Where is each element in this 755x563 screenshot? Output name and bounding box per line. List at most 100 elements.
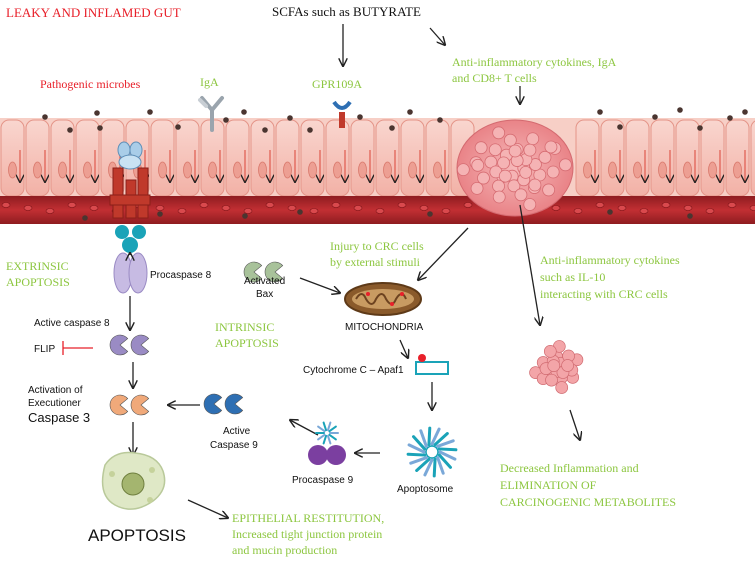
- mitochondria-label: MITOCHONDRIA: [345, 322, 423, 333]
- microbe: [597, 109, 603, 115]
- right-anti-inflam-line1: Anti-inflammatory cytokines: [540, 253, 680, 267]
- title: LEAKY AND INFLAMED GUT: [6, 5, 181, 20]
- active-caspase8-label: Active caspase 8: [34, 318, 110, 329]
- epithelial-line1: EPITHELIAL RESTITUTION,: [232, 511, 384, 525]
- apoptosome-arm: [432, 457, 437, 478]
- arrow-bax-to-mito: [299, 277, 340, 293]
- cell-nucleus: [583, 161, 592, 179]
- apoptosome-arm: [433, 432, 449, 447]
- right-anti-inflam-line3: interacting with CRC cells: [540, 287, 668, 301]
- tumor-cell: [477, 171, 490, 185]
- cell-nucleus: [208, 161, 217, 179]
- tumor-mass: [456, 119, 574, 217]
- blood-cell: [419, 205, 429, 211]
- microbe: [262, 127, 268, 133]
- microbe: [147, 109, 153, 115]
- bax-subunit-icon: [264, 261, 284, 283]
- tumor-cell: [542, 183, 556, 197]
- arrow-proc9-to-active9: [290, 420, 319, 436]
- activated-bax-line2: Bax: [256, 289, 273, 300]
- microbe: [742, 109, 748, 115]
- iga-antibody-icon: [198, 96, 224, 132]
- cell-nucleus: [733, 161, 742, 179]
- apoptosome-arm: [412, 435, 427, 451]
- microbe: [94, 110, 100, 116]
- tumor-cell: [503, 133, 517, 147]
- tumor-cell: [456, 163, 470, 177]
- microbe: [437, 117, 443, 123]
- cell-nucleus: [708, 161, 717, 179]
- blood-cell: [397, 202, 407, 208]
- blood-cell: [287, 205, 297, 211]
- blood-cell: [749, 205, 755, 211]
- microbe: [157, 211, 163, 217]
- arrow-mito-to-cyto: [399, 339, 408, 358]
- arrow-scfa-right: [429, 27, 445, 45]
- cell-nucleus: [58, 161, 67, 179]
- tumor-cell: [523, 143, 537, 157]
- apoptosome-arm: [423, 458, 434, 477]
- death-receptor-icon: [109, 141, 151, 253]
- blood-cell: [353, 205, 363, 211]
- anti-inflam-top-line1: Anti-inflammatory cytokines, IgA: [452, 55, 617, 69]
- caspase3-label: Caspase 3: [28, 410, 90, 425]
- cluster-cell: [545, 373, 558, 387]
- microbe: [241, 109, 247, 115]
- extrinsic-title-line1: EXTRINSIC: [6, 259, 69, 273]
- procaspase8-label: Procaspase 8: [150, 270, 212, 281]
- cell-nucleus: [83, 161, 92, 179]
- blood-cell: [683, 205, 693, 211]
- tumor-cell: [508, 144, 522, 158]
- blood-cell: [331, 202, 341, 208]
- microbe: [677, 107, 683, 113]
- microbe: [82, 215, 88, 221]
- tumor-cell: [498, 169, 512, 183]
- cell-nucleus: [8, 161, 17, 179]
- microbe: [357, 114, 363, 120]
- tumor-cell: [526, 132, 540, 146]
- tumor-cell: [492, 126, 506, 140]
- apoptosome-arm: [427, 426, 432, 447]
- apoptosome-arm: [436, 456, 445, 475]
- epithelial-cell: [750, 120, 755, 196]
- blood-cell: [573, 208, 583, 214]
- blood-cell: [177, 208, 187, 214]
- tumor-cell: [492, 190, 506, 204]
- blood-cell: [199, 202, 209, 208]
- bax-subunit-icon: [243, 261, 263, 283]
- tumor-cell: [507, 179, 521, 193]
- microbe: [223, 117, 229, 123]
- cluster-cell: [555, 381, 569, 394]
- microbe: [297, 209, 303, 215]
- intrinsic-title-line1: INTRINSIC: [215, 320, 274, 334]
- gpr109a-receptor-icon: [332, 100, 352, 128]
- procaspase9-arm: [322, 421, 328, 432]
- active-caspase9-subunit-icon: [224, 393, 244, 415]
- tumor-cell: [546, 165, 560, 179]
- activation-line1: Activation of: [28, 385, 83, 396]
- procaspase9-icon: [308, 421, 346, 465]
- tumor-cell: [544, 140, 558, 154]
- tumor-cell: [470, 181, 484, 195]
- microbe: [97, 125, 103, 131]
- procaspase9-arm: [328, 433, 337, 441]
- microbes: [42, 107, 748, 221]
- cluster-cell: [543, 345, 557, 358]
- microbe: [175, 124, 181, 130]
- apoptosome-arm: [436, 439, 455, 448]
- microbe: [389, 125, 395, 131]
- microbe: [407, 109, 413, 115]
- microbe: [242, 213, 248, 219]
- cell-nucleus: [183, 161, 192, 179]
- caspase3-subunit-icon: [130, 394, 150, 416]
- cell-nucleus: [283, 161, 292, 179]
- tumor-cell: [528, 178, 542, 192]
- cell-nucleus: [383, 161, 392, 179]
- apoptotic-cell-icon: [101, 451, 166, 510]
- cell-nucleus: [433, 161, 442, 179]
- procaspase8-icon: [113, 252, 148, 294]
- tumor-cell: [474, 141, 488, 155]
- blood-cell: [375, 208, 385, 214]
- gpr-label: GPR109A: [312, 77, 362, 91]
